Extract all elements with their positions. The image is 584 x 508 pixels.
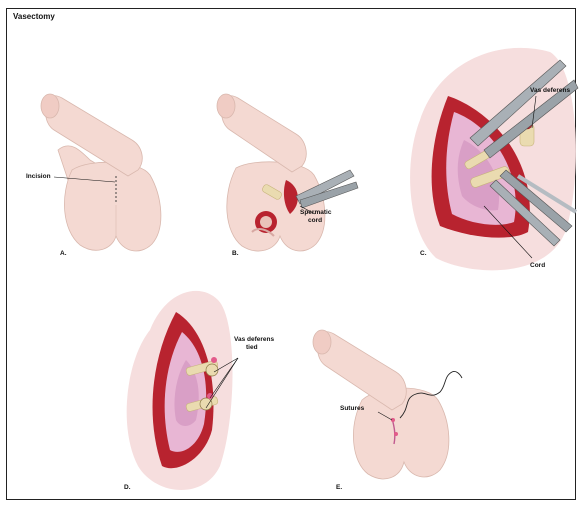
- panel-letter-d: D.: [124, 484, 131, 491]
- panel-d-illustration: [127, 291, 238, 490]
- panel-a-illustration: [41, 94, 161, 251]
- label-spermatic-cord: cord: [308, 217, 322, 224]
- panel-letter-e: E.: [336, 484, 342, 491]
- label-spermatic: Spermatic: [300, 209, 331, 216]
- panel-b-illustration: [217, 94, 358, 251]
- label-cord-c: Cord: [530, 262, 545, 269]
- label-vas-deferens-c: Vas deferens: [530, 87, 570, 94]
- panel-letter-b: B.: [232, 250, 239, 257]
- panel-e-illustration: [313, 330, 462, 479]
- label-sutures: Sutures: [340, 405, 364, 412]
- label-vas-deferens-d: Vas deferens: [234, 336, 274, 343]
- panel-c-illustration: [410, 48, 578, 270]
- label-vas-tied: tied: [246, 344, 258, 351]
- label-incision: Incision: [26, 173, 51, 180]
- panel-letter-a: A.: [60, 250, 67, 257]
- panel-letter-c: C.: [420, 250, 427, 257]
